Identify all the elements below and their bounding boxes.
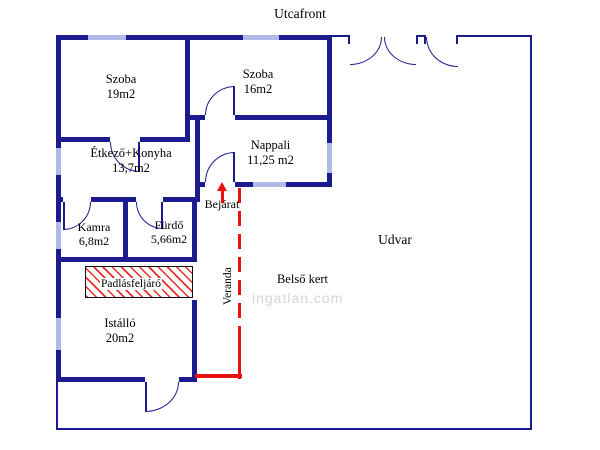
room-area: 19m2 [106,86,136,101]
property-line-top-c [458,35,532,37]
room-name: Szoba [105,72,137,86]
veranda-line-bottom [195,374,242,378]
wall-szoba-divider [185,35,190,142]
watermark: ingatlan.com [252,290,344,306]
attic-stairs-label: Padlásfeljáró [79,276,183,292]
wall-kamra-furdo [123,197,128,262]
room-area: 11,25 m2 [247,152,294,167]
entrance-arrow-stem [221,190,224,203]
gate-post [348,35,350,44]
street-label: Utcafront [274,6,326,21]
gate-small-icon [426,37,458,67]
room-label-nappali: Nappali 11,25 m2 [228,138,313,168]
room-name: Fürdő [154,218,184,232]
room-area: 16m2 [243,81,273,96]
attic-stairs-text: Padlásfeljáró [99,278,163,290]
property-line-bottom [56,428,532,430]
wall-under-szoba16 [185,115,332,120]
room-label-szoba19: Szoba 19m2 [76,72,166,102]
window-kamra [56,222,61,249]
veranda-dashed-line [238,188,241,340]
garden-label: Belső kert [276,272,329,286]
room-label-szoba16: Szoba 16m2 [213,67,303,97]
veranda-opening [192,262,197,300]
property-line-top-b [416,35,426,37]
wall-kamra-furdo-bottom [56,257,197,262]
door-panel [233,86,235,115]
window-nappali-veranda [253,182,286,187]
room-name: Étkező+Konyha [90,146,172,160]
room-area: 20m2 [105,330,135,345]
room-label-istallo: Istálló 20m2 [80,316,160,346]
window-szoba16 [243,35,279,40]
door-opening [110,137,140,142]
door-panel [63,202,65,230]
door-panel [161,202,163,229]
wall-etkezo-nappali [195,115,200,202]
room-label-furdo: Fürdő 5,66m2 [140,218,198,246]
door-opening [136,197,163,202]
door-opening [145,377,179,382]
veranda-label: Veranda [222,267,234,305]
room-label-kamra: Kamra 6,8m2 [64,220,124,248]
room-area: 13,7m2 [112,160,150,175]
window-nappali [327,143,332,173]
room-label-etkezo: Étkező+Konyha 13,7m2 [66,146,196,176]
property-line-right [530,35,532,430]
room-name: Kamra [77,220,111,234]
entrance-label: Bejárat [204,197,240,211]
wall-istallo-bottom [56,377,197,382]
gate-leaf-right-icon [384,37,416,65]
gate-post [416,35,418,44]
door-panel [145,382,147,412]
door-opening [63,197,91,202]
wall-left [56,35,61,382]
window-etkezo [56,148,61,175]
room-name: Nappali [250,138,291,152]
gate-post [424,35,426,44]
door-opening [205,115,235,120]
door-panel [233,152,235,182]
room-name: Szoba [242,67,274,81]
yard-label: Udvar [378,232,412,247]
door-panel [138,142,140,172]
gate-post [456,35,458,44]
wall-top [56,35,332,40]
door-swing-icon [145,382,179,412]
window-istallo [56,318,61,350]
gate-leaf-left-icon [350,37,382,65]
room-name: Istálló [104,316,136,330]
room-area: 6,8m2 [78,234,110,249]
property-line-left [56,382,58,430]
wall-right-main [327,35,332,187]
window-szoba19 [88,35,126,40]
property-line-top-a [332,35,350,37]
room-area: 5,66m2 [150,232,188,247]
wall-kamra-top [56,197,200,202]
entrance-arrow-icon [217,182,227,191]
veranda-line [238,340,241,379]
